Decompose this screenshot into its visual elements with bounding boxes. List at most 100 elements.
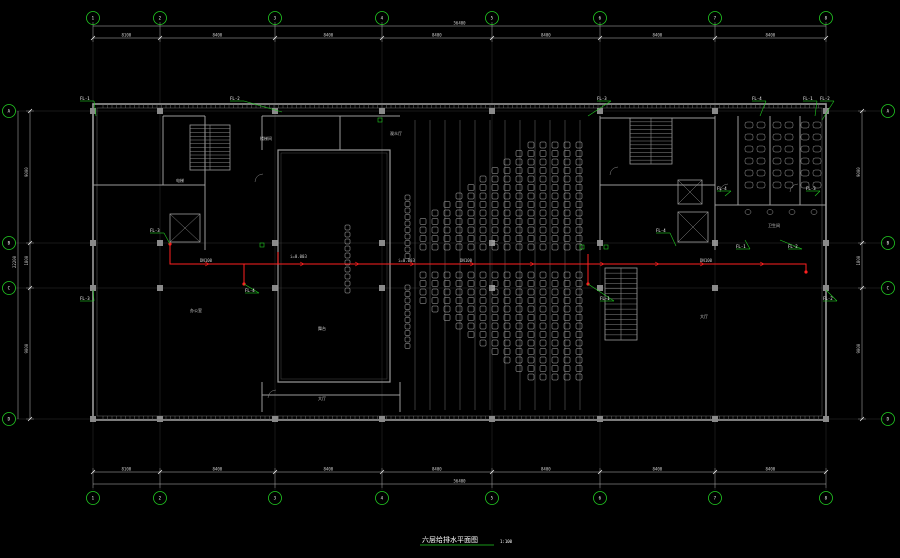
seat <box>467 322 475 330</box>
column <box>90 416 96 422</box>
section-marker <box>603 244 609 250</box>
seat <box>491 218 499 225</box>
seat <box>539 373 547 381</box>
tag-leader <box>779 239 803 250</box>
seat <box>467 192 475 200</box>
column <box>597 108 603 114</box>
room-label-2: 大厅 <box>700 313 708 319</box>
toilet-fixture <box>772 169 782 177</box>
axis-bubble-6-bottom <box>593 491 607 505</box>
column <box>823 285 829 291</box>
seat <box>575 288 583 296</box>
seat <box>455 235 463 242</box>
seat <box>539 235 547 242</box>
toilet-fixture <box>772 121 782 129</box>
seat <box>515 288 523 296</box>
seat <box>443 288 451 296</box>
seat <box>491 243 499 251</box>
seat <box>527 184 535 191</box>
riser-point <box>804 270 808 274</box>
seat <box>404 304 411 310</box>
toilet-fixture <box>772 181 782 189</box>
toilet-fixture <box>800 121 810 129</box>
pipe-tag-11: FL-4 <box>656 228 666 233</box>
axis-label-6-top: 6 <box>599 16 602 21</box>
seat <box>575 314 583 321</box>
seat <box>515 201 523 208</box>
toilet-fixture <box>800 133 810 141</box>
elevator-right <box>677 211 709 243</box>
column <box>90 285 96 291</box>
axis-label-5-top: 5 <box>491 16 494 21</box>
drawing-title: 六层给排水平面图 <box>422 535 478 544</box>
seat <box>467 201 475 208</box>
axis-bubble-D-left <box>2 412 16 426</box>
seat <box>443 226 451 234</box>
pipe-slope-1: i=0.003 <box>290 254 307 259</box>
seat <box>527 201 535 208</box>
axis-label-3-top: 3 <box>274 16 277 21</box>
seat <box>575 201 583 208</box>
seat <box>443 305 451 313</box>
seat <box>503 280 511 287</box>
seat <box>404 240 411 246</box>
column <box>823 240 829 246</box>
toilet-fixture <box>772 145 782 153</box>
tag-leader <box>724 190 732 197</box>
section-marker <box>259 242 265 248</box>
seat <box>575 297 583 304</box>
axis-label-8-top: 8 <box>825 16 828 21</box>
axis-bubble-2-bottom <box>153 491 167 505</box>
seat <box>527 158 535 166</box>
axis-bubble-8-bottom <box>819 491 833 505</box>
seat <box>455 271 463 279</box>
seat <box>419 218 427 225</box>
seat <box>527 271 535 279</box>
seat <box>563 365 571 372</box>
seat <box>575 271 583 279</box>
seat <box>467 235 475 242</box>
seat <box>491 314 499 321</box>
seat <box>491 167 499 174</box>
seat <box>443 235 451 242</box>
seat <box>527 280 535 287</box>
column <box>489 240 495 246</box>
axis-bubble-A-right <box>881 104 895 118</box>
seat <box>419 226 427 234</box>
seat <box>527 365 535 372</box>
seat <box>443 243 451 251</box>
seat <box>455 209 463 217</box>
seat <box>467 218 475 225</box>
seat <box>491 305 499 313</box>
main-drain-pipe <box>169 244 807 272</box>
seat <box>467 271 475 279</box>
seat <box>419 271 427 279</box>
axis-bubble-3-bottom <box>268 491 282 505</box>
toilet-fixture <box>756 145 766 153</box>
seat <box>467 226 475 234</box>
column <box>489 285 495 291</box>
seat <box>503 184 511 191</box>
toilet-fixture <box>800 157 810 165</box>
axis-bubble-1-bottom <box>86 491 100 505</box>
column <box>272 285 278 291</box>
column <box>712 285 718 291</box>
seat <box>344 231 351 238</box>
flow-arrow <box>654 261 660 267</box>
seat <box>539 184 547 191</box>
seat <box>419 288 427 296</box>
toilet-fixture <box>812 121 822 129</box>
seat <box>515 226 523 234</box>
pipe-tag-4: FL-1 <box>803 96 813 101</box>
axis-label-4-top: 4 <box>381 16 384 21</box>
seat <box>563 167 571 174</box>
seat <box>491 339 499 347</box>
axis-bubble-8-top <box>819 11 833 25</box>
seat <box>404 330 411 336</box>
flow-arrow <box>204 261 210 267</box>
seat <box>503 175 511 183</box>
seat <box>515 235 523 242</box>
column <box>90 240 96 246</box>
seat <box>479 209 487 217</box>
seat <box>503 209 511 217</box>
